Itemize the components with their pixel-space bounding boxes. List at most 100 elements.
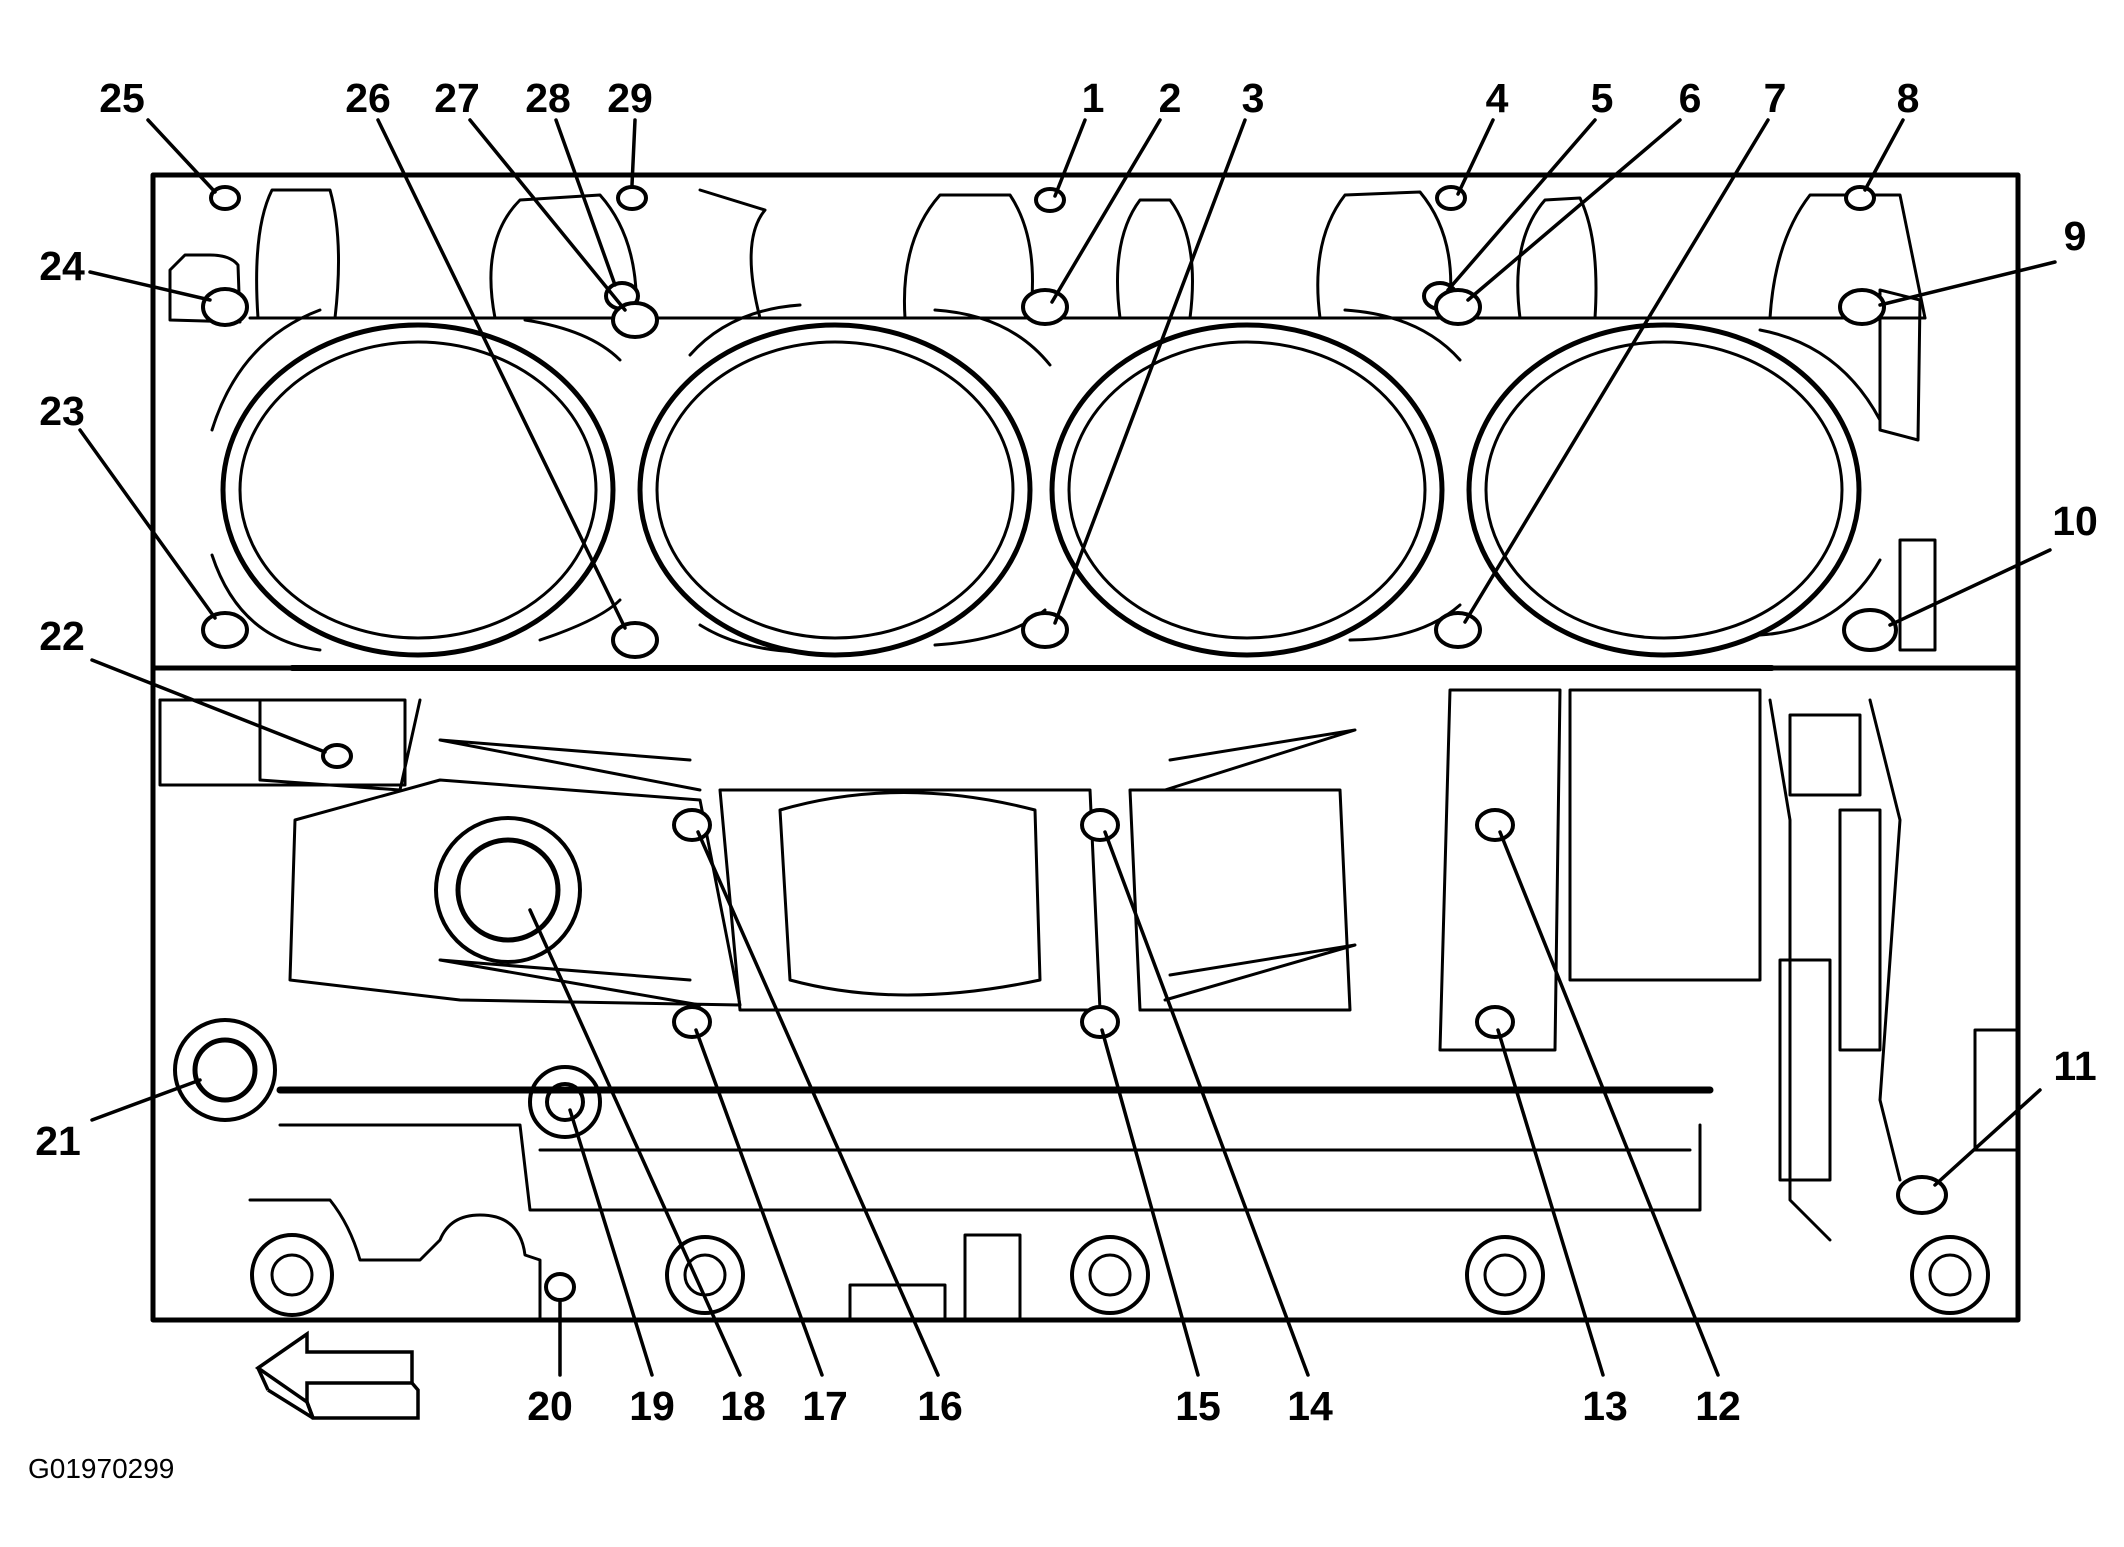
bolt-hole: [616, 185, 648, 211]
oil-pan-rail: [278, 1123, 1702, 1212]
leader-line-7: [1463, 118, 1770, 624]
bolt-hole: [611, 301, 659, 339]
callout-24: 24: [39, 243, 85, 289]
leader-line-29: [630, 118, 637, 187]
bolt-hole: [672, 1005, 712, 1039]
bolt-hole: [1080, 808, 1120, 842]
coolant-slot: [698, 623, 802, 654]
coolant-slot: [1343, 308, 1462, 362]
bolt-hole: [1475, 808, 1515, 842]
leader-line-23: [78, 428, 217, 620]
oil-plug: [455, 837, 561, 943]
callout-12: 12: [1695, 1383, 1741, 1429]
cylinder-bore-3-inner: [1067, 340, 1427, 640]
callout-8: 8: [1897, 75, 1920, 121]
callout-2: 2: [1159, 75, 1182, 121]
leader-line-9: [1878, 260, 2057, 307]
leader-line-1: [1053, 118, 1087, 198]
callout-13: 13: [1582, 1383, 1628, 1429]
bolt-hole: [321, 743, 353, 769]
callout-25: 25: [99, 75, 145, 121]
callout-19: 19: [629, 1383, 675, 1429]
leader-line-19: [568, 1108, 654, 1377]
callout-28: 28: [525, 75, 571, 121]
leader-line-5: [1446, 118, 1597, 292]
leader-line-12: [1498, 830, 1720, 1377]
bolt-hole: [1842, 608, 1898, 652]
deck-right-recess: [1878, 288, 1922, 442]
callout-7: 7: [1764, 75, 1787, 121]
oil-pan-bottom-detail: [248, 1198, 542, 1322]
leader-line-10: [1888, 548, 2052, 627]
lower-boss-3-hole: [1088, 1253, 1132, 1297]
deck-top-pocket-3: [698, 188, 767, 320]
callout-27: 27: [434, 75, 480, 121]
lower-boss-left-hole: [270, 1253, 314, 1297]
leader-line-6: [1466, 118, 1682, 302]
leader-line-2: [1050, 118, 1162, 304]
lower-boss-right-hole: [1928, 1253, 1972, 1297]
bolt-hole: [1844, 185, 1876, 211]
callout-23: 23: [39, 388, 85, 434]
cylinder-bore-4: [1466, 322, 1862, 658]
lower-boss-2: [665, 1235, 745, 1315]
lower-bracket: [963, 1233, 1022, 1322]
rear-plug-boss: [173, 1018, 277, 1122]
right-lower-channel: [1838, 808, 1882, 1052]
callout-11: 11: [2053, 1043, 2096, 1089]
callout-3: 3: [1242, 75, 1265, 121]
callout-16: 16: [917, 1383, 963, 1429]
bolt-hole: [1838, 288, 1886, 326]
bolt-hole: [201, 611, 249, 649]
bulkhead-2-window: [778, 791, 1042, 997]
bolt-hole: [1080, 1005, 1120, 1039]
coolant-slot: [1758, 558, 1882, 637]
bulkhead-3: [1128, 788, 1352, 1012]
leader-line-8: [1863, 118, 1905, 192]
bolt-hole: [1021, 611, 1069, 649]
direction-arrow-icon: [254, 1330, 420, 1420]
cylinder-bore-1-inner: [238, 340, 598, 640]
lower-boss-4-hole: [1483, 1253, 1527, 1297]
figure-id: G01970299: [28, 1453, 174, 1484]
callout-29: 29: [607, 75, 653, 121]
leader-line-4: [1456, 118, 1495, 196]
cylinder-bore-3: [1049, 322, 1445, 658]
bolt-hole: [209, 185, 241, 211]
callout-18: 18: [720, 1383, 766, 1429]
callout-26: 26: [345, 75, 391, 121]
callout-6: 6: [1679, 75, 1702, 121]
deck-right-recess: [1898, 538, 1937, 652]
leader-line-28: [554, 118, 617, 287]
right-rib: [1868, 698, 1902, 1182]
callout-15: 15: [1175, 1383, 1221, 1429]
leader-line-14: [1103, 830, 1310, 1377]
callout-10: 10: [2052, 498, 2098, 544]
leader-line-17: [694, 1028, 824, 1377]
callout-14: 14: [1287, 1383, 1333, 1429]
callout-17: 17: [802, 1383, 848, 1429]
right-rib: [1768, 698, 1832, 1242]
leader-line-3: [1053, 118, 1247, 625]
leader-line-13: [1496, 1028, 1605, 1377]
cylinder-bore-4-inner: [1484, 340, 1844, 640]
callout-20: 20: [527, 1383, 573, 1429]
deck-top-pocket-5: [1116, 198, 1194, 320]
bulkhead-5: [1568, 688, 1762, 982]
leader-line-21: [90, 1078, 202, 1122]
bulkhead-1-tri-upper: [438, 738, 702, 792]
bulkhead-4: [1438, 688, 1562, 1052]
bulkhead-1-tri-lower: [438, 958, 702, 1007]
deck-top-pocket-8: [1768, 193, 1927, 320]
crankcase-left-wall: [158, 698, 422, 792]
bolt-hole: [672, 808, 712, 842]
bolt-hole: [544, 1272, 576, 1302]
coolant-slot: [688, 303, 802, 357]
bolt-hole: [1034, 187, 1066, 213]
bulkhead-1: [288, 778, 742, 1007]
coolant-slot: [538, 598, 622, 642]
lower-boss-right: [1910, 1235, 1990, 1315]
oil-plug-boss: [434, 816, 582, 964]
gallery-plug: [545, 1082, 585, 1122]
